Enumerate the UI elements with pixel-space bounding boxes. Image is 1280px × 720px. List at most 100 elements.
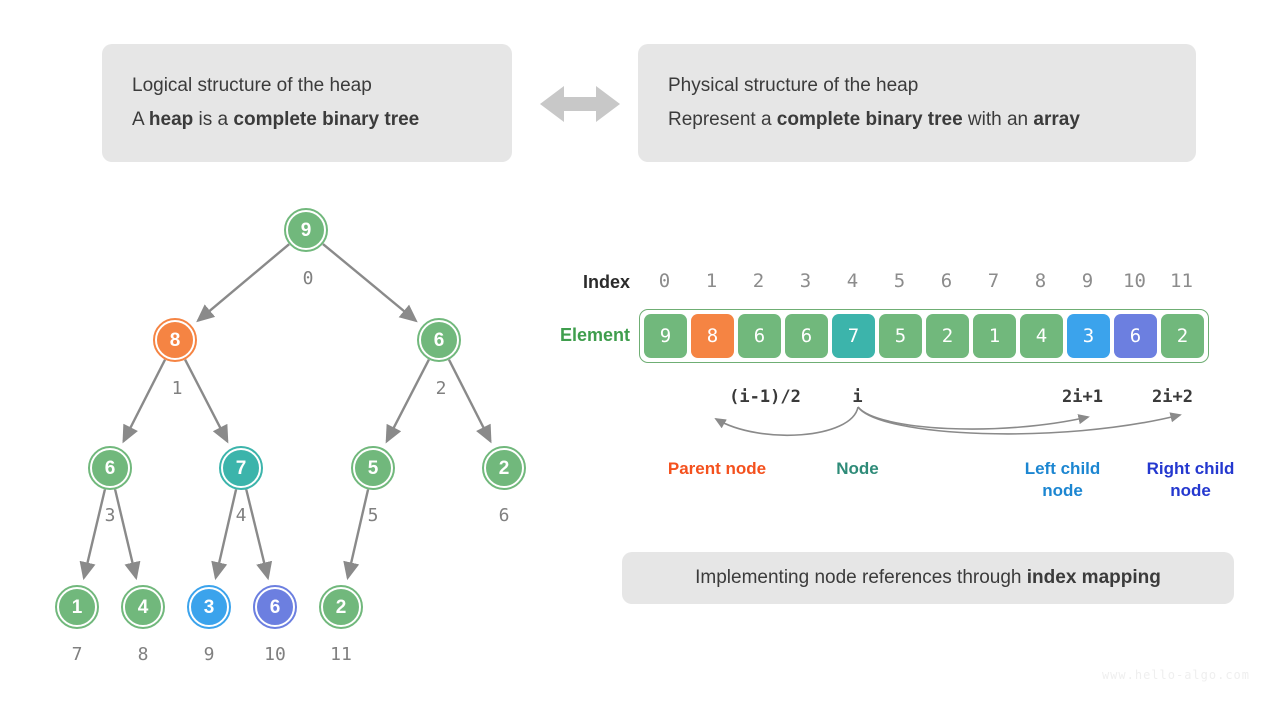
tree-node: 6 xyxy=(88,446,132,490)
physical-line2-bold2: array xyxy=(1033,109,1080,130)
array-cell: 2 xyxy=(1161,314,1204,358)
logical-line2-bold2: complete binary tree xyxy=(233,109,420,130)
array-cell: 8 xyxy=(691,314,734,358)
index-cell: 2 xyxy=(752,270,765,292)
element-row-label: Element xyxy=(559,325,630,345)
bottom-caption-prefix: Implementing node references through xyxy=(695,567,1027,588)
tree-node: 3 xyxy=(187,585,231,629)
tree-node: 6 xyxy=(253,585,297,629)
tree-node-index-label: 10 xyxy=(264,644,286,665)
tree-node: 7 xyxy=(219,446,263,490)
array-cell: 6 xyxy=(1114,314,1157,358)
logical-structure-caption-box: Logical structure of the heap A heap is … xyxy=(102,44,512,162)
role-label-left-child-node: Left child node xyxy=(1024,459,1101,500)
tree-node: 4 xyxy=(121,585,165,629)
index-cell: 3 xyxy=(799,270,812,292)
tree-node-index-label: 6 xyxy=(498,505,510,526)
tree-node: 5 xyxy=(351,446,395,490)
tree-edge xyxy=(79,489,107,581)
array-cell: 6 xyxy=(785,314,828,358)
logical-structure-line1: Logical structure of the heap xyxy=(132,75,372,96)
index-cell: 9 xyxy=(1081,270,1094,292)
tree-node-value: 3 xyxy=(203,596,215,618)
index-cell: 1 xyxy=(705,270,718,292)
array-cell: 4 xyxy=(1020,314,1063,358)
tree-edge xyxy=(343,489,370,581)
tree-node-value: 2 xyxy=(335,596,347,618)
physical-line2-bold1: complete binary tree xyxy=(776,109,963,130)
tree-node-value: 9 xyxy=(300,219,312,241)
bottom-caption-bold: index mapping xyxy=(1026,567,1161,588)
index-cell: 6 xyxy=(940,270,953,292)
tree-node-index-label: 9 xyxy=(203,644,215,665)
tree-node-value: 5 xyxy=(367,457,379,479)
array-cell: 9 xyxy=(644,314,687,358)
index-mapping-caption-box: Implementing node references through ind… xyxy=(622,552,1234,604)
tree-node-index-label: 5 xyxy=(367,505,379,526)
tree-node-value: 6 xyxy=(104,457,116,479)
array-cell: 7 xyxy=(832,314,875,358)
tree-node: 9 xyxy=(284,208,328,252)
formula-parent-index: (i-1)/2 xyxy=(729,387,801,407)
tree-node-index-label: 0 xyxy=(302,268,314,289)
array-cell: 1 xyxy=(973,314,1016,358)
role-label-right-child-node: Right child node xyxy=(1146,459,1235,500)
index-cell: 5 xyxy=(893,270,906,292)
index-row-label: Index xyxy=(582,272,630,292)
index-cell: 7 xyxy=(987,270,1000,292)
tree-node-value: 1 xyxy=(71,596,83,618)
physical-structure-caption-box: Physical structure of the heap Represent… xyxy=(638,44,1196,162)
array-cell: 5 xyxy=(879,314,922,358)
index-cell: 10 xyxy=(1123,270,1146,292)
role-label-node: Node xyxy=(836,459,879,478)
tree-node-value: 6 xyxy=(433,329,445,351)
tree-node-value: 7 xyxy=(235,457,247,479)
tree-node-index-label: 2 xyxy=(435,378,447,399)
tree-node-index-label: 1 xyxy=(171,378,183,399)
tree-node-index-label: 7 xyxy=(71,644,83,665)
tree-edges xyxy=(79,243,492,581)
tree-node-value: 8 xyxy=(169,329,181,351)
tree-edge xyxy=(385,359,430,444)
tree-node: 1 xyxy=(55,585,99,629)
tree-edge xyxy=(184,359,229,444)
index-mapping-arrows xyxy=(714,406,1182,437)
index-mapping-caption-text: Implementing node references through ind… xyxy=(695,561,1161,595)
formula-left-child-index: 2i+1 xyxy=(1062,387,1103,407)
tree-edge xyxy=(122,359,167,444)
formula-right-child-index: 2i+2 xyxy=(1152,387,1193,407)
tree-node-value: 6 xyxy=(269,596,281,618)
physical-line2-prefix: Represent a xyxy=(668,109,777,130)
logical-line2-mid: is a xyxy=(193,109,234,130)
tree-node: 2 xyxy=(482,446,526,490)
physical-structure-line1: Physical structure of the heap xyxy=(668,75,919,96)
tree-node-index-label: 4 xyxy=(235,505,247,526)
index-cell: 4 xyxy=(846,270,859,292)
role-label-parent-node: Parent node xyxy=(667,459,767,478)
tree-node-value: 2 xyxy=(498,457,510,479)
watermark: www.hello-algo.com xyxy=(1101,668,1250,682)
logical-line2-prefix: A xyxy=(132,109,149,130)
index-cell: 0 xyxy=(658,270,671,292)
tree-node-index-label: 8 xyxy=(137,644,149,665)
tree-node-index-label: 3 xyxy=(104,505,116,526)
logical-structure-line2: A heap is a complete binary tree xyxy=(132,103,482,137)
double-arrow-icon xyxy=(540,86,620,122)
tree-node-value: 4 xyxy=(137,596,149,618)
physical-structure-line2: Represent a complete binary tree with an… xyxy=(668,103,1166,137)
formula-self-index: i xyxy=(852,387,863,407)
tree-edge xyxy=(245,489,273,581)
physical-line2-mid: with an xyxy=(962,109,1034,130)
tree-edge xyxy=(322,243,418,323)
tree-node: 6 xyxy=(417,318,461,362)
array-cell: 2 xyxy=(926,314,969,358)
tree-edge xyxy=(196,243,290,323)
array-cell: 6 xyxy=(738,314,781,358)
tree-node: 8 xyxy=(153,318,197,362)
tree-edge xyxy=(211,489,238,581)
index-cell: 8 xyxy=(1034,270,1047,292)
